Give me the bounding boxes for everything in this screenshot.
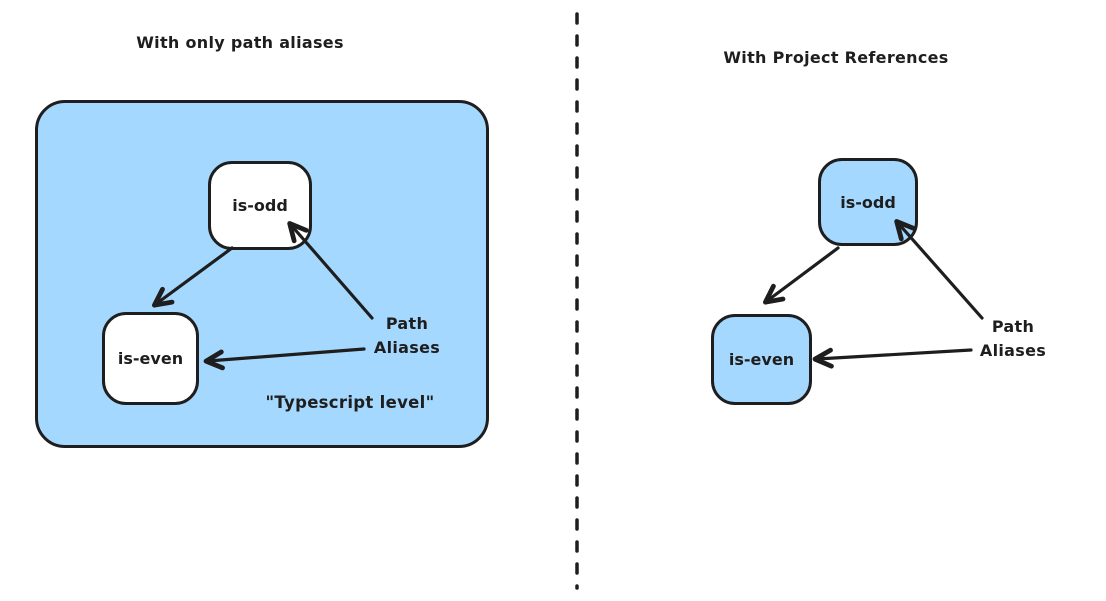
- path-aliases-annotation-left: Path Aliases: [363, 312, 451, 360]
- path-aliases-annotation-right: Path Aliases: [973, 315, 1053, 363]
- node-is-odd-left-label: is-odd: [232, 196, 288, 215]
- node-is-odd-left: is-odd: [208, 161, 312, 250]
- node-is-even-right-label: is-even: [728, 350, 795, 369]
- path-aliases-line2-right: Aliases: [979, 341, 1047, 360]
- node-is-odd-right-label: is-odd: [840, 192, 896, 212]
- node-is-even-left: is-even: [102, 312, 199, 405]
- path-aliases-line2-left: Aliases: [373, 338, 441, 357]
- node-is-odd-right: is-odd: [818, 158, 918, 246]
- arrow-isodd-to-iseven-right: [762, 246, 840, 305]
- node-is-even-right: is-even: [711, 314, 812, 405]
- left-panel-title: With only path aliases: [136, 33, 344, 52]
- right-panel-title: With Project References: [723, 48, 949, 67]
- typescript-level-label: "Typescript level": [265, 393, 435, 412]
- path-aliases-line1-left: Path: [385, 314, 429, 333]
- path-aliases-line1-right: Path: [991, 317, 1035, 336]
- arrow-pathaliases-to-iseven-right: [812, 347, 973, 369]
- node-is-even-left-label: is-even: [117, 349, 184, 368]
